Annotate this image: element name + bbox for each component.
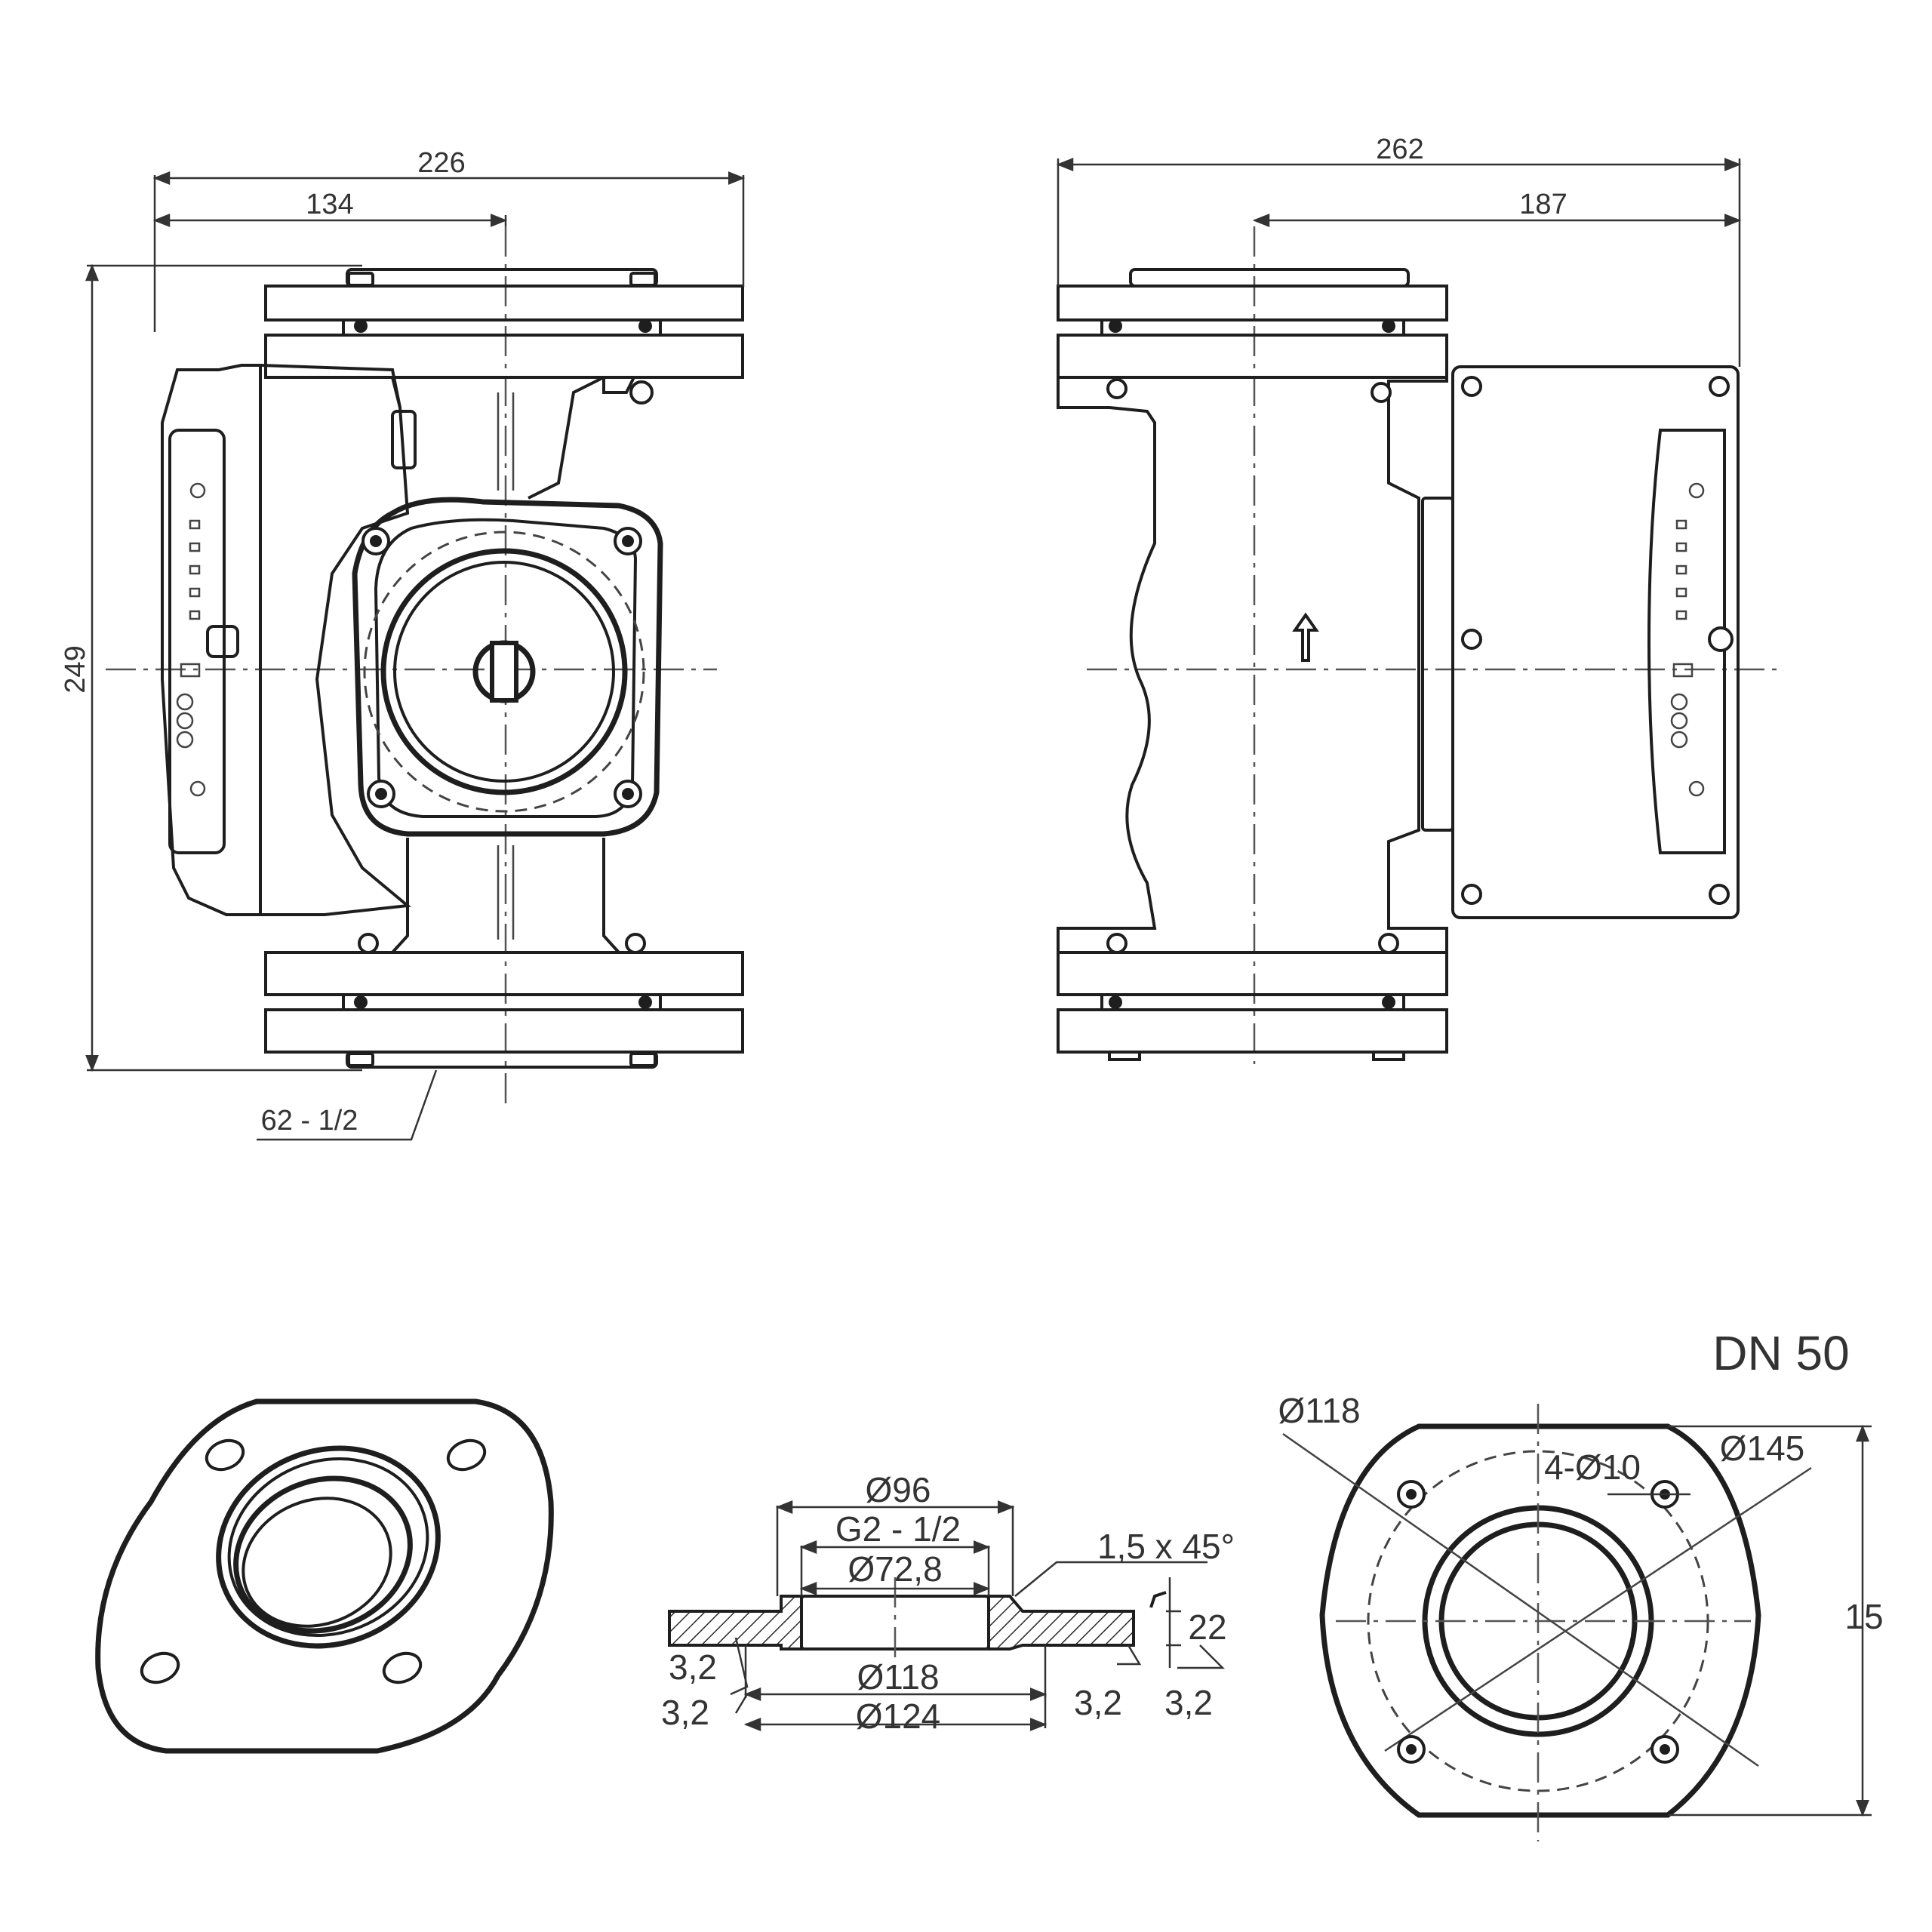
- flange-title: DN 50: [1712, 1326, 1849, 1380]
- side-top-flange: [1057, 268, 1448, 379]
- sec-thickness: 22: [1188, 1607, 1226, 1647]
- body-neck: [264, 347, 744, 500]
- sec-roughness-right-1: 3,2: [1074, 1683, 1122, 1722]
- side-dim-width-axis: 187: [1519, 189, 1567, 220]
- front-view: 226 134 249 62 - 1/2: [60, 147, 746, 1141]
- flange-thickness: 15: [1844, 1597, 1883, 1636]
- motor-head: [352, 497, 663, 837]
- sec-face-dia: Ø118: [857, 1657, 939, 1697]
- side-dim-width-total: 262: [1376, 134, 1423, 165]
- body-lower: [391, 838, 620, 954]
- side-view: 262 187: [1056, 134, 1781, 1064]
- top-flange: [264, 268, 744, 379]
- side-control-box: [1451, 365, 1740, 919]
- dim-height-total: 249: [60, 645, 91, 693]
- body-bolt: [629, 380, 654, 405]
- control-box: [161, 364, 417, 916]
- sec-bore-dia: Ø72,8: [848, 1549, 942, 1589]
- dim-width-total: 226: [417, 147, 465, 179]
- sec-roughness-right-2: 3,2: [1164, 1683, 1213, 1722]
- sec-chamfer: 1,5 x 45°: [1097, 1527, 1235, 1566]
- dim-width-axis: 134: [306, 189, 353, 220]
- side-body-right: [1387, 377, 1448, 952]
- sec-roughness-left-bottom: 3,2: [661, 1693, 709, 1732]
- flange-section: [668, 1500, 1226, 1731]
- flange-bolt-circle: Ø118: [1278, 1391, 1360, 1430]
- side-body-left: [1057, 377, 1157, 952]
- side-bottom-flange: [1057, 951, 1448, 1061]
- dim-thread-label: 62 - 1/2: [261, 1105, 358, 1137]
- sec-flange-dia: Ø124: [856, 1697, 941, 1736]
- flange-top-view: [1282, 1404, 1872, 1841]
- side-dimensions: [1056, 158, 1742, 367]
- bottom-flange: [264, 933, 744, 1069]
- sec-roughness-left-top: 3,2: [669, 1647, 717, 1687]
- flange-holes: 4-Ø10: [1544, 1447, 1641, 1487]
- front-dimensions: [85, 171, 746, 1141]
- flange-isometric: [95, 1398, 554, 1754]
- sec-thread: G2 - 1/2: [835, 1509, 961, 1549]
- flange-outer: Ø145: [1720, 1429, 1805, 1468]
- sec-outer-dia: Ø96: [866, 1470, 931, 1509]
- flow-arrow-icon: [1292, 612, 1319, 662]
